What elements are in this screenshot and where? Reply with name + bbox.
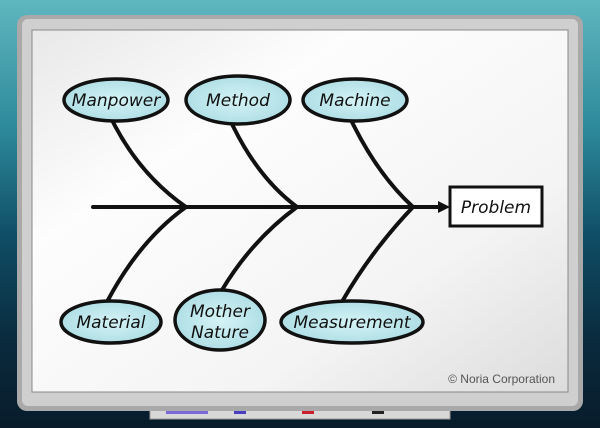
- method-label: Method: [206, 91, 270, 111]
- cause-machine: [301, 77, 409, 123]
- manpower-label: Manpower: [72, 91, 161, 111]
- cause-mother-nature: [173, 288, 267, 352]
- bone-method: [230, 122, 299, 209]
- copyright: © Noria Corporation: [448, 372, 555, 386]
- measurement-label: Measurement: [293, 313, 411, 333]
- bone-manpower: [111, 120, 188, 209]
- bone-machine: [350, 120, 415, 209]
- bone-measurement: [341, 205, 415, 302]
- cause-measurement: [279, 299, 425, 345]
- problem-box: [448, 185, 544, 228]
- arrowhead: [438, 201, 450, 213]
- marker-red: [302, 409, 314, 414]
- nature-label: Nature: [191, 323, 249, 343]
- cause-manpower: [62, 77, 170, 123]
- machine-label: Machine: [319, 91, 390, 111]
- cause-material: [59, 299, 163, 345]
- cause-method: [184, 74, 292, 126]
- bone-mother-nature: [220, 205, 299, 292]
- mother-label: Mother: [190, 302, 251, 322]
- marker-black: [372, 409, 384, 414]
- bone-material: [106, 205, 188, 302]
- marker-blue: [234, 409, 246, 414]
- problem-label: Problem: [461, 198, 531, 218]
- material-label: Material: [76, 313, 145, 333]
- fishbone-lines: [91, 120, 442, 302]
